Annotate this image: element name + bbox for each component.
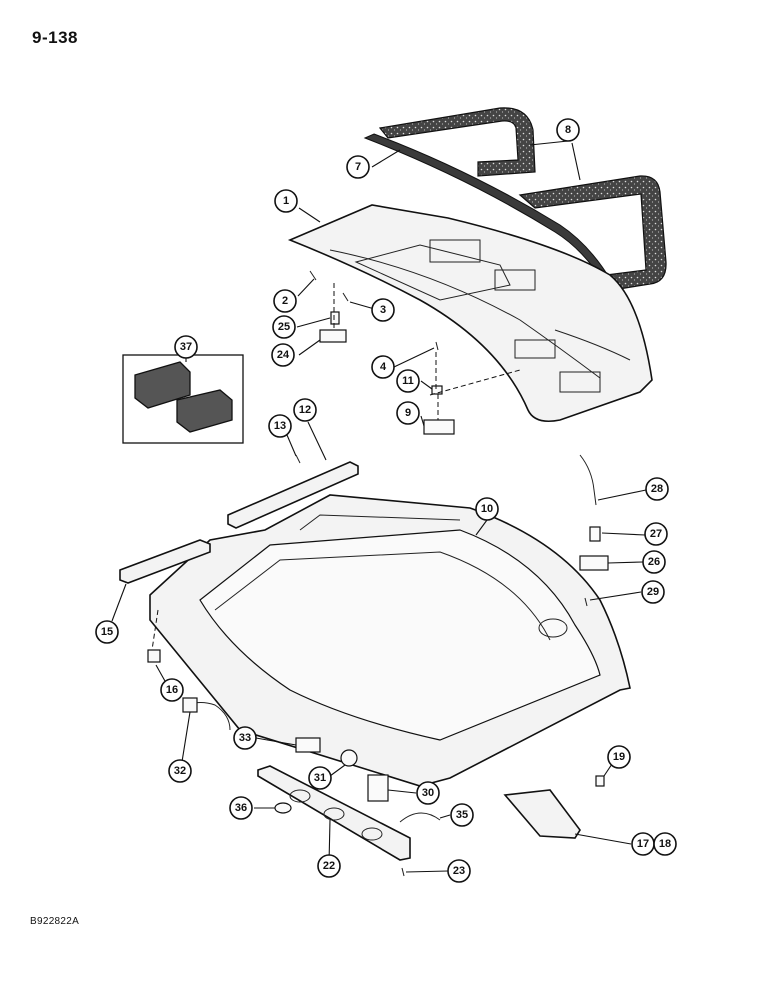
callout-13: 13 <box>268 414 292 438</box>
wire-harness-28 <box>579 454 597 506</box>
svg-text:27: 27 <box>650 528 662 540</box>
callout-4: 4 <box>371 355 395 379</box>
bulb-27 <box>589 526 601 542</box>
svg-text:1: 1 <box>283 195 289 207</box>
svg-text:4: 4 <box>380 361 387 373</box>
svg-text:12: 12 <box>299 404 311 416</box>
callout-31: 31 <box>308 766 332 790</box>
svg-text:28: 28 <box>651 483 663 495</box>
figure-code: B922822A <box>30 916 80 927</box>
svg-text:19: 19 <box>613 751 625 763</box>
callout-36: 36 <box>229 796 253 820</box>
svg-text:36: 36 <box>235 802 247 814</box>
callout-32: 32 <box>168 759 192 783</box>
lamp-9 <box>423 419 455 435</box>
callout-35: 35 <box>450 803 474 827</box>
dome-lamp-24 <box>319 329 347 343</box>
svg-text:11: 11 <box>402 375 414 387</box>
callout-10: 10 <box>475 497 499 521</box>
trim-strip-12 <box>227 461 359 529</box>
svg-text:30: 30 <box>422 787 434 799</box>
svg-text:2: 2 <box>282 295 288 307</box>
svg-text:31: 31 <box>314 772 326 784</box>
switch-33 <box>295 737 321 753</box>
callout-28: 28 <box>645 477 669 501</box>
lens-26 <box>579 555 609 571</box>
grommet-36 <box>274 802 292 814</box>
callout-33: 33 <box>233 726 257 750</box>
callout-26: 26 <box>642 550 666 574</box>
svg-text:7: 7 <box>355 161 361 173</box>
svg-text:35: 35 <box>456 809 468 821</box>
headliner-panel <box>287 204 653 423</box>
svg-text:15: 15 <box>101 626 113 638</box>
svg-text:26: 26 <box>648 556 660 568</box>
svg-text:25: 25 <box>278 321 290 333</box>
console-panel-22 <box>257 765 411 861</box>
svg-text:9: 9 <box>405 407 411 419</box>
svg-text:8: 8 <box>565 124 571 136</box>
svg-text:17: 17 <box>637 838 649 850</box>
svg-text:22: 22 <box>323 860 335 872</box>
svg-text:24: 24 <box>277 349 290 361</box>
svg-text:3: 3 <box>380 304 386 316</box>
callout-8: 8 <box>556 118 580 142</box>
callout-37: 37 <box>174 335 198 359</box>
callout-11: 11 <box>396 369 420 393</box>
bulb-25 <box>330 311 340 325</box>
svg-text:16: 16 <box>166 684 178 696</box>
callout-23: 23 <box>447 859 471 883</box>
callout-15: 15 <box>95 620 119 644</box>
callout-24: 24 <box>271 343 295 367</box>
knob-31 <box>340 749 358 767</box>
bracket-17-18 <box>503 789 581 839</box>
callout-7: 7 <box>346 155 370 179</box>
callout-1: 1 <box>274 189 298 213</box>
svg-text:23: 23 <box>453 865 465 877</box>
callout-18: 18 <box>653 832 677 856</box>
callout-17: 17 <box>631 832 655 856</box>
callout-9: 9 <box>396 401 420 425</box>
svg-text:37: 37 <box>180 341 192 353</box>
screw-19 <box>595 775 605 787</box>
wire-35 <box>399 812 441 823</box>
callout-30: 30 <box>416 781 440 805</box>
callout-27: 27 <box>644 522 668 546</box>
callout-12: 12 <box>293 398 317 422</box>
trim-strip-15 <box>119 539 211 584</box>
svg-text:18: 18 <box>659 838 671 850</box>
svg-text:10: 10 <box>481 503 493 515</box>
page-number: 9-138 <box>32 28 78 47</box>
svg-text:32: 32 <box>174 765 186 777</box>
svg-text:13: 13 <box>274 420 286 432</box>
callout-16: 16 <box>160 678 184 702</box>
callout-19: 19 <box>607 745 631 769</box>
clip-11 <box>431 385 443 395</box>
switch-30 <box>367 774 389 802</box>
callout-22: 22 <box>317 854 341 878</box>
callout-29: 29 <box>641 580 665 604</box>
callout-2: 2 <box>273 289 297 313</box>
svg-text:33: 33 <box>239 732 251 744</box>
svg-text:29: 29 <box>647 586 659 598</box>
cap-16 <box>147 649 161 663</box>
callout-3: 3 <box>371 298 395 322</box>
weatherstrip-upper <box>378 107 536 177</box>
callout-25: 25 <box>272 315 296 339</box>
